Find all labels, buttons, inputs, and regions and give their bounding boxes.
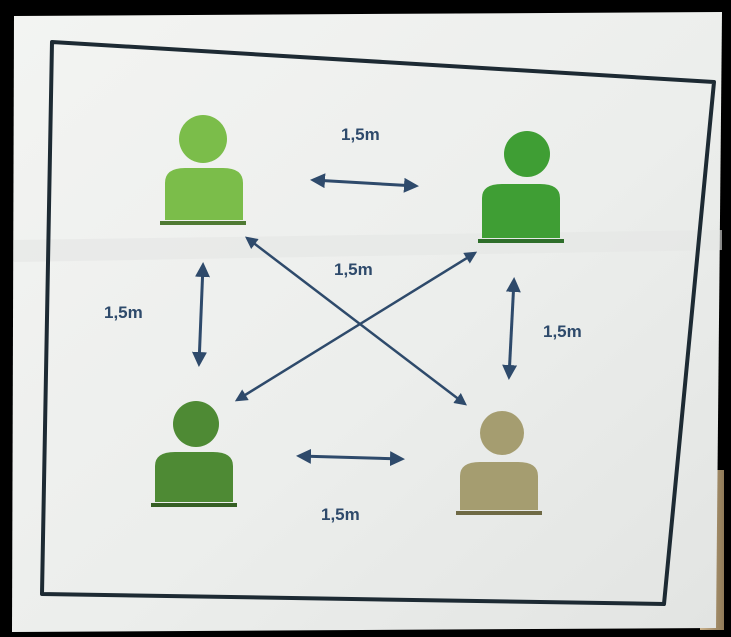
distance-label-top: 1,5m — [341, 125, 380, 144]
person-top-left — [160, 115, 246, 225]
arrow-bottom — [296, 448, 405, 467]
arrow-top — [310, 173, 419, 193]
distance-label-bottom: 1,5m — [321, 505, 360, 524]
sign-frame — [40, 40, 716, 606]
person-top-right — [478, 131, 564, 243]
person-bottom-left — [151, 401, 237, 507]
paper-sheet — [12, 12, 722, 632]
distance-label-center: 1,5m — [334, 260, 373, 279]
distance-label-left: 1,5m — [104, 303, 143, 322]
person-bottom-right — [456, 411, 542, 515]
distance-label-right: 1,5m — [543, 322, 582, 341]
arrow-diagonal-up — [234, 251, 478, 402]
arrow-right — [502, 277, 521, 380]
arrow-left — [191, 262, 211, 367]
